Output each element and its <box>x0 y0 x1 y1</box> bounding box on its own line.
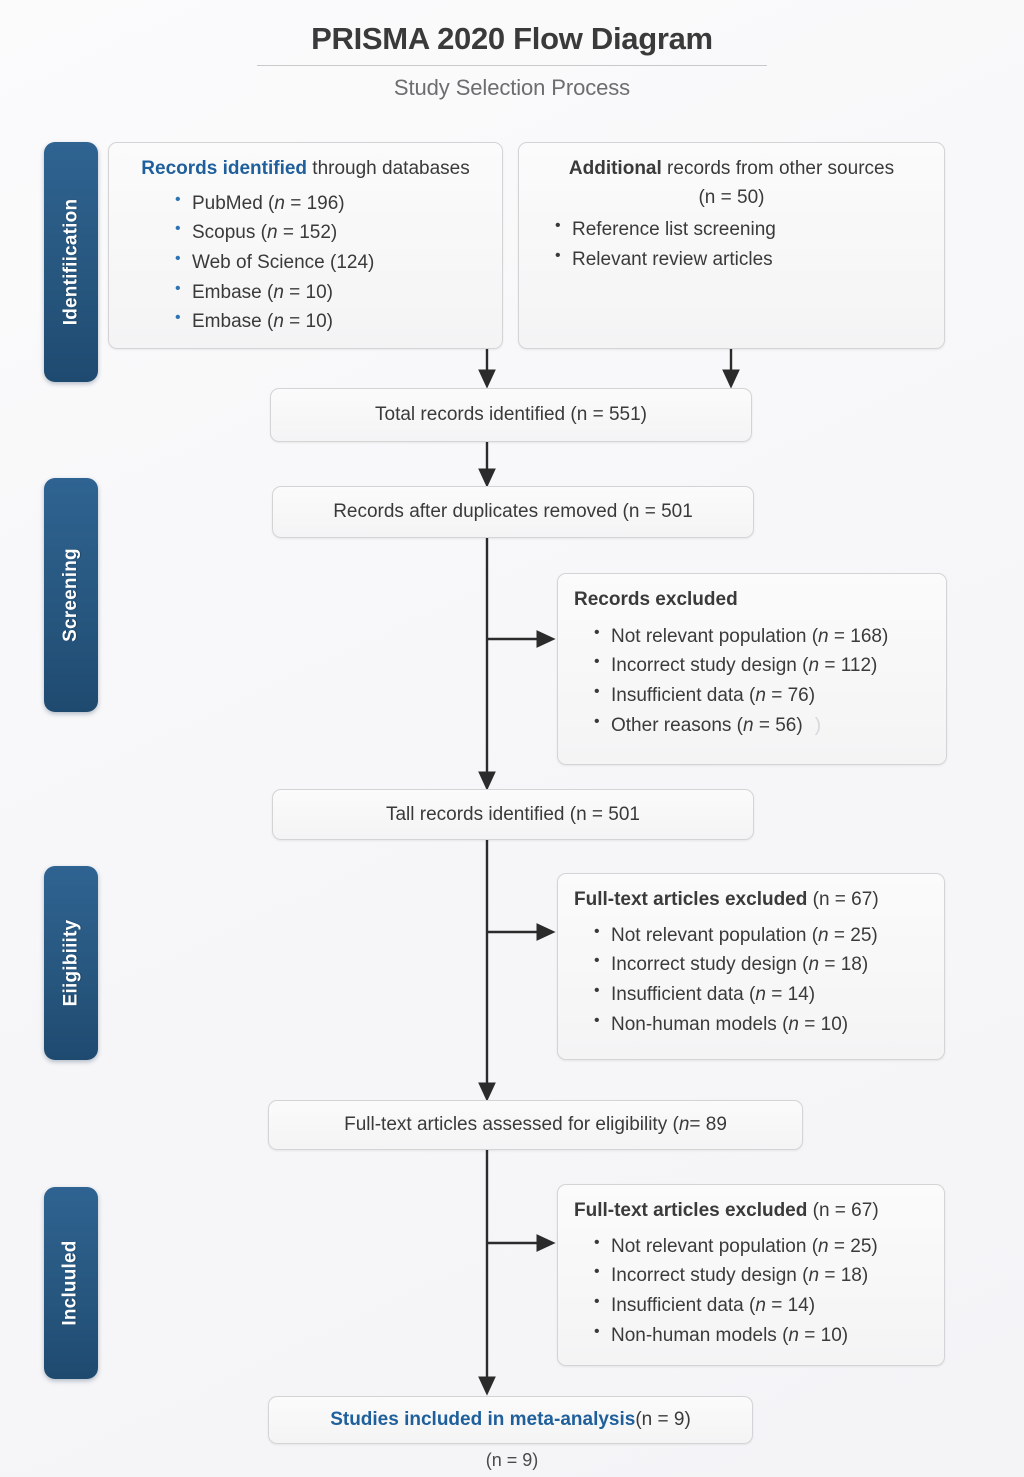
box-fulltext-assessed-eligibility: Full-text articles assessed for eligibil… <box>268 1100 803 1150</box>
list-item: Incorrect study design (n = 18) <box>592 949 928 980</box>
stage-pill-eligibility: Eiigibiiity <box>44 866 98 1060</box>
page-subtitle: Study Selection Process <box>393 75 631 101</box>
list-item: Insufficient data (n = 14) <box>592 979 928 1010</box>
page-title: PRISMA 2020 Flow Diagram <box>311 21 713 56</box>
box-title-other-sources: Additional records from other sources <box>568 158 895 179</box>
tall-records-text: Tall records identified (n = 501 <box>385 803 640 825</box>
final-count-note: (n = 9) <box>485 1450 539 1470</box>
other-sources-count: (n = 50) <box>698 186 765 208</box>
box-tall-records-identified: Tall records identified (n = 501 <box>272 789 754 840</box>
box-records-excluded: Records excluded Not relevant population… <box>557 573 947 765</box>
box-fulltext-excluded-eligibility: Full-text articles excluded (n = 67) Not… <box>557 1184 945 1366</box>
stage-label-screening: Screening <box>60 548 82 642</box>
stage-pill-identification: Identifiication <box>44 142 98 382</box>
box-title-databases: Records identified through databases <box>141 158 470 179</box>
box-records-after-duplicates: Records after duplicates removed (n = 50… <box>272 486 754 538</box>
records-excluded-list: Not relevant population (n = 168) Incorr… <box>592 621 930 741</box>
list-item: Web of Science (124) <box>173 247 486 278</box>
studies-included-text: Studies included in meta-analysis (n = 9… <box>330 1409 691 1430</box>
stray-paren-glyph: ) <box>814 714 822 736</box>
list-item: Incorrect study design (n = 18) <box>592 1260 928 1291</box>
fulltext-excluded-list-1: Not relevant population (n = 25) Incorre… <box>592 920 928 1040</box>
list-item: Relevant review articles <box>553 244 928 275</box>
list-item: Non-human models (n = 10) <box>592 1009 928 1040</box>
box-title-fulltext-excluded-1: Full-text articles excluded (n = 67) <box>574 889 879 910</box>
list-item: Embase (n = 10) <box>173 306 486 337</box>
list-item: Scopus (n = 152) <box>173 217 486 248</box>
fulltext-excluded-list-2: Not relevant population (n = 25) Incorre… <box>592 1231 928 1351</box>
stage-pill-included: Incluuled <box>44 1187 98 1379</box>
list-item: Not relevant population (n = 168) <box>592 621 930 652</box>
database-list: PubMed (n = 196) Scopus (n = 152) Web of… <box>173 188 486 337</box>
stage-label-identification: Identifiication <box>60 198 81 326</box>
assessed-eligibility-text: Full-text articles assessed for eligibil… <box>344 1114 727 1135</box>
list-item: Not relevant population (n = 25) <box>592 1231 928 1262</box>
list-item: Insufficient data (n = 14) <box>592 1290 928 1321</box>
box-fulltext-excluded-screening: Full-text articles excluded (n = 67) Not… <box>557 873 945 1060</box>
list-item: Other reasons (n = 56)) <box>592 710 930 741</box>
box-additional-records-other-sources: Additional records from other sources (n… <box>518 142 945 349</box>
other-sources-list: Reference list screening Relevant review… <box>553 214 928 275</box>
list-item: Embase (n = 10) <box>173 277 486 308</box>
list-item: Reference list screening <box>553 214 928 245</box>
stage-label-included: Incluuled <box>60 1240 82 1326</box>
after-duplicates-text: Records after duplicates removed (n = 50… <box>333 501 693 522</box>
list-item: Non-human models (n = 10) <box>592 1320 928 1351</box>
list-item: Incorrect study design (n = 112) <box>592 650 930 681</box>
stage-label-eligibility: Eiigibiiity <box>60 919 81 1007</box>
box-records-identified-databases: Records identified through databases Pub… <box>108 142 503 349</box>
box-title-records-excluded: Records excluded <box>574 589 738 610</box>
box-total-records-identified: Total records identified (n = 551) <box>270 388 752 442</box>
stage-pill-screening: Screening <box>44 478 98 712</box>
list-item: PubMed (n = 196) <box>173 188 486 219</box>
box-title-fulltext-excluded-2: Full-text articles excluded (n = 67) <box>574 1200 879 1221</box>
list-item: Insufficient data (n = 76) <box>592 680 930 711</box>
total-records-text: Total records identified (n = 551) <box>375 404 647 425</box>
box-studies-included-meta-analysis: Studies included in meta-analysis (n = 9… <box>268 1396 753 1444</box>
list-item: Not relevant population (n = 25) <box>592 920 928 951</box>
title-divider <box>257 65 767 67</box>
page-header: PRISMA 2020 Flow Diagram Study Selection… <box>0 0 1024 101</box>
